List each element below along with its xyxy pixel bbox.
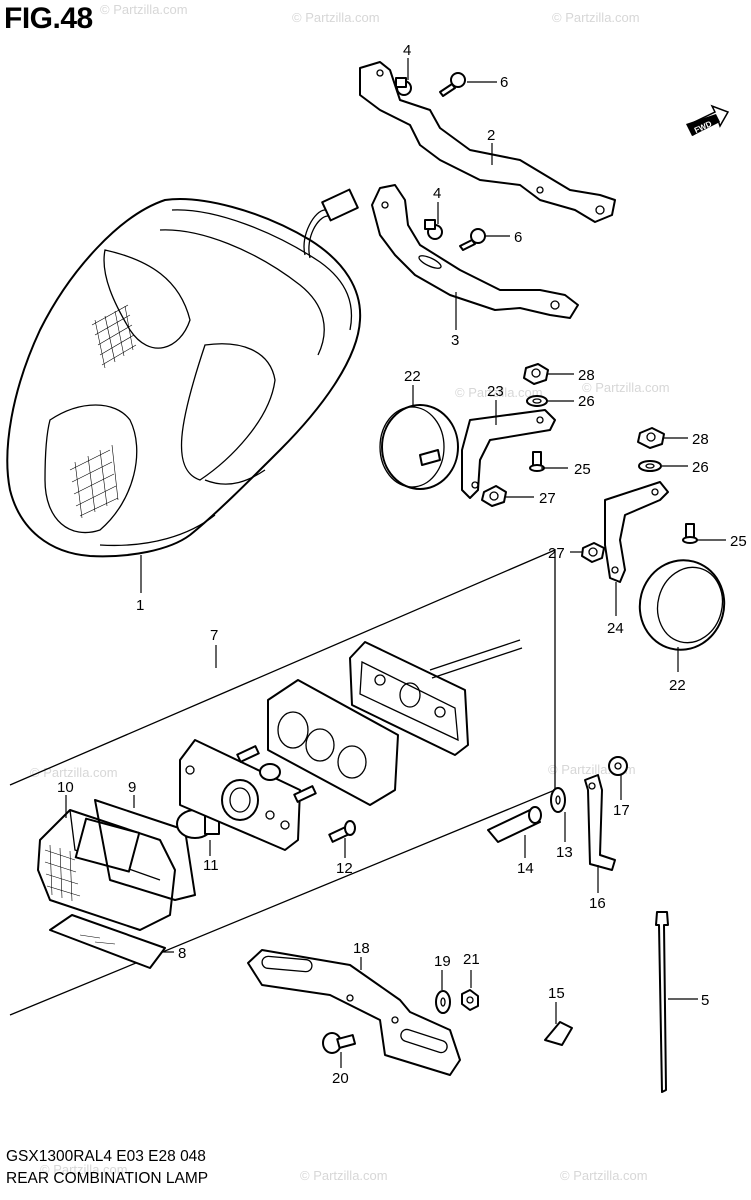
screw-6-upper <box>439 72 466 97</box>
plate-bracket-18 <box>247 949 461 1076</box>
callout-19: 19 <box>434 953 451 970</box>
nut-27-left <box>481 485 507 507</box>
callout-12: 12 <box>336 860 353 877</box>
washer-19 <box>435 990 451 1014</box>
stay-16 <box>584 774 616 871</box>
lens-8 <box>49 914 166 969</box>
lower-bracket <box>371 184 579 319</box>
nut-27-right <box>581 542 605 563</box>
nut-17 <box>608 756 628 776</box>
watermark: © Partzilla.com <box>552 10 640 25</box>
callout-28: 28 <box>578 367 595 384</box>
lens-frame <box>267 679 399 806</box>
reflector-22-right <box>638 559 726 651</box>
callout-4: 4 <box>403 42 411 59</box>
clip-15 <box>544 1021 573 1046</box>
watermark: © Partzilla.com <box>455 385 543 400</box>
callout-6: 6 <box>500 74 508 91</box>
tail-lamp-housing <box>6 188 362 558</box>
callout-5: 5 <box>701 992 709 1009</box>
figure-caption: REAR COMBINATION LAMP <box>6 1170 209 1187</box>
reflector-22-left <box>379 404 459 490</box>
screw-12 <box>328 820 356 843</box>
watermark: © Partzilla.com <box>300 1168 388 1183</box>
reflector-bracket-23 <box>461 409 556 499</box>
callout-1: 1 <box>136 597 144 614</box>
assembly-7-outline <box>9 549 556 1016</box>
spacer-14 <box>487 806 542 843</box>
callout-22: 22 <box>404 368 421 385</box>
nut-21 <box>461 989 479 1011</box>
callout-9: 9 <box>128 779 136 796</box>
bolt-25-right <box>682 523 698 544</box>
watermark: © Partzilla.com <box>292 10 380 25</box>
figure-title: FIG.48 <box>4 2 93 35</box>
nut-28-right <box>637 427 665 449</box>
gasket-9 <box>94 799 196 901</box>
callout-6: 6 <box>514 229 522 246</box>
bolt-4-lower <box>424 219 443 240</box>
watermark: © Partzilla.com <box>30 765 118 780</box>
callout-13: 13 <box>556 844 573 861</box>
bracket-24 <box>604 481 669 583</box>
callout-23: 23 <box>487 383 504 400</box>
fwd-arrow-icon: FWD <box>686 104 730 137</box>
callout-25: 25 <box>730 533 747 550</box>
callout-10: 10 <box>57 779 74 796</box>
watermark: © Partzilla.com <box>560 1168 648 1183</box>
callout-2: 2 <box>487 127 495 144</box>
model-line: GSX1300RAL4 E03 E28 048 <box>6 1148 206 1165</box>
callout-22: 22 <box>669 677 686 694</box>
callout-14: 14 <box>517 860 534 877</box>
license-lamp-cover-10 <box>37 809 176 931</box>
callout-7: 7 <box>210 627 218 644</box>
callout-25: 25 <box>574 461 591 478</box>
callout-20: 20 <box>332 1070 349 1087</box>
bolt-20 <box>322 1032 357 1054</box>
washer-13 <box>550 787 566 813</box>
nut-28-left <box>523 363 549 385</box>
cable-tie-5 <box>655 911 669 1093</box>
screw-6-lower <box>459 228 486 251</box>
callouts: 1 2 3 4 4 5 6 6 7 8 9 10 11 12 13 14 15 … <box>57 42 747 1087</box>
watermark: © Partzilla.com <box>40 1162 128 1177</box>
callout-17: 17 <box>613 802 630 819</box>
callout-28: 28 <box>692 431 709 448</box>
callout-27: 27 <box>539 490 556 507</box>
bolt-4-upper <box>395 77 412 96</box>
callout-8: 8 <box>178 945 186 962</box>
lamp-socket <box>179 739 317 851</box>
callout-26: 26 <box>578 393 595 410</box>
callout-18: 18 <box>353 940 370 957</box>
callout-26: 26 <box>692 459 709 476</box>
callout-15: 15 <box>548 985 565 1002</box>
upper-bracket <box>359 61 616 223</box>
washer-26-right <box>638 460 662 472</box>
callout-24: 24 <box>607 620 624 637</box>
callout-4: 4 <box>433 185 441 202</box>
watermark: © Partzilla.com <box>100 2 188 17</box>
washer-26-left <box>526 395 548 407</box>
lamp-gasket <box>349 639 523 756</box>
leader-lines <box>65 58 726 1068</box>
callout-27: 27 <box>548 545 565 562</box>
callout-21: 21 <box>463 951 480 968</box>
callout-11: 11 <box>203 857 219 874</box>
callout-16: 16 <box>589 895 606 912</box>
footer: GSX1300RAL4 E03 E28 048 REAR COMBINATION… <box>6 1146 208 1190</box>
callout-3: 3 <box>451 332 459 349</box>
watermark: © Partzilla.com <box>582 380 670 395</box>
